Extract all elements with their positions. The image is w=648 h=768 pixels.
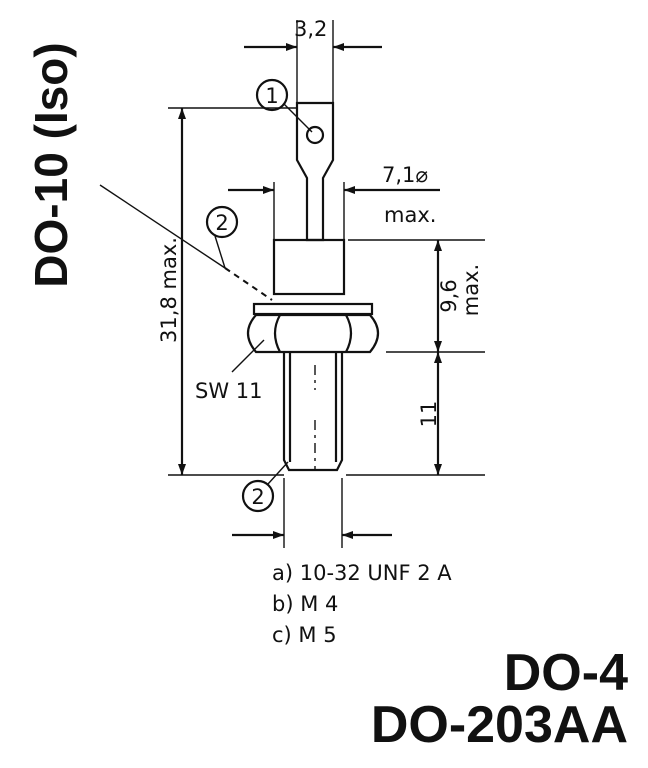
hex-nut (246, 313, 380, 354)
overall-length-dimension: 31,8 max. (157, 107, 297, 476)
stud-length-label: 11 (417, 401, 441, 428)
callout-2-upper-label: 2 (215, 211, 228, 235)
thread-option-c: c) M 5 (272, 623, 337, 647)
threaded-stud (282, 352, 344, 472)
package-side-label: DO-10 (Iso) (25, 42, 77, 287)
terminal-diameter-max: max. (384, 203, 436, 227)
terminal-width-dimension: 3,2 (244, 17, 382, 108)
package-title-line1: DO-4 (504, 644, 628, 702)
terminal-diameter-dimension: 7,1⌀ max. (228, 163, 440, 240)
terminal-lug (295, 101, 335, 242)
side-label-leader (99, 184, 226, 269)
package-title-line2: DO-203AA (371, 696, 628, 754)
callout-1: 1 (255, 78, 313, 133)
overall-length-label: 31,8 max. (157, 237, 181, 343)
terminal-width-label: 3,2 (294, 17, 327, 41)
body-height-label: 9,6 (437, 279, 461, 312)
callout-2-upper: 2 (205, 205, 273, 301)
thread-option-b: b) M 4 (272, 592, 338, 616)
body-height-max: max. (459, 264, 483, 316)
stud-length-dimension: 11 (346, 352, 485, 476)
callout-2-lower-label: 2 (251, 485, 264, 509)
wrench-size-callout: SW 11 (195, 339, 265, 403)
thread-option-a: a) 10-32 UNF 2 A (272, 561, 452, 585)
callout-2-lower: 2 (241, 461, 289, 513)
diode-body (252, 238, 374, 316)
wrench-size-label: SW 11 (195, 379, 263, 403)
body-height-dimension: 9,6 max. (348, 239, 485, 353)
callout-1-label: 1 (265, 84, 278, 108)
terminal-diameter-label: 7,1⌀ (382, 163, 428, 187)
stud-diameter-dimension (232, 478, 392, 548)
thread-options-list: a) 10-32 UNF 2 A b) M 4 c) M 5 (272, 561, 452, 647)
